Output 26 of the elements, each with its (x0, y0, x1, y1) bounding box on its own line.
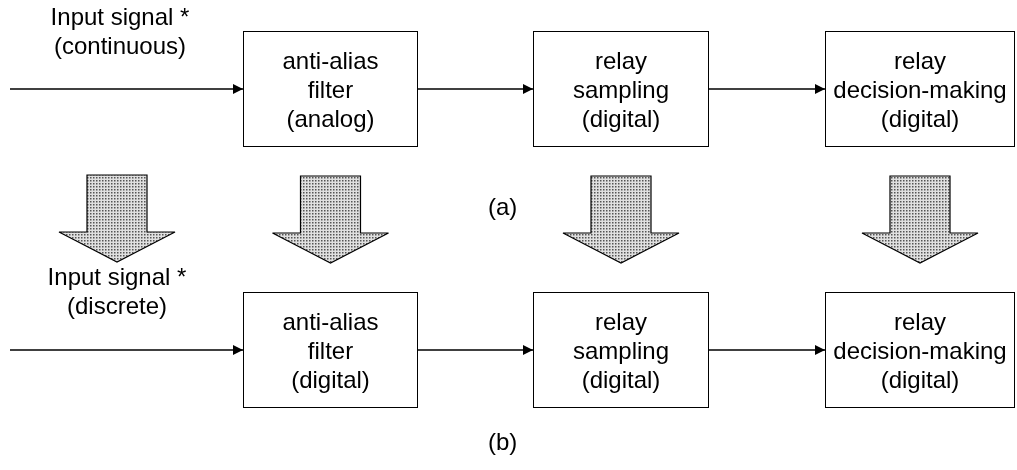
process-box (825, 31, 1015, 147)
figure-label: (a) (488, 193, 518, 221)
box-text: relay sampling (digital) (571, 45, 670, 133)
block-arrow (562, 175, 680, 264)
arrow (417, 345, 534, 355)
process-box (533, 292, 709, 408)
signal-text: Input signal * (discrete) (42, 262, 192, 320)
process-box (825, 292, 1015, 408)
box-text: relay sampling (digital) (571, 306, 670, 394)
arrow (9, 84, 244, 94)
arrow (708, 84, 826, 94)
box-text: anti-alias filter (digital) (281, 306, 380, 394)
arrow (9, 345, 244, 355)
box-text: relay decision-making (digital) (832, 306, 1008, 394)
arrow (708, 345, 826, 355)
process-box (243, 31, 418, 147)
process-box (243, 292, 418, 408)
signal-text: Input signal * (continuous) (40, 2, 200, 60)
block-arrow (861, 175, 979, 264)
block-arrow (58, 174, 176, 263)
figure-label: (b) (488, 428, 518, 456)
box-text: anti-alias filter (analog) (281, 45, 380, 133)
box-text: relay decision-making (digital) (832, 45, 1008, 133)
block-arrow (271, 175, 390, 264)
process-box (533, 31, 709, 147)
arrow (417, 84, 534, 94)
